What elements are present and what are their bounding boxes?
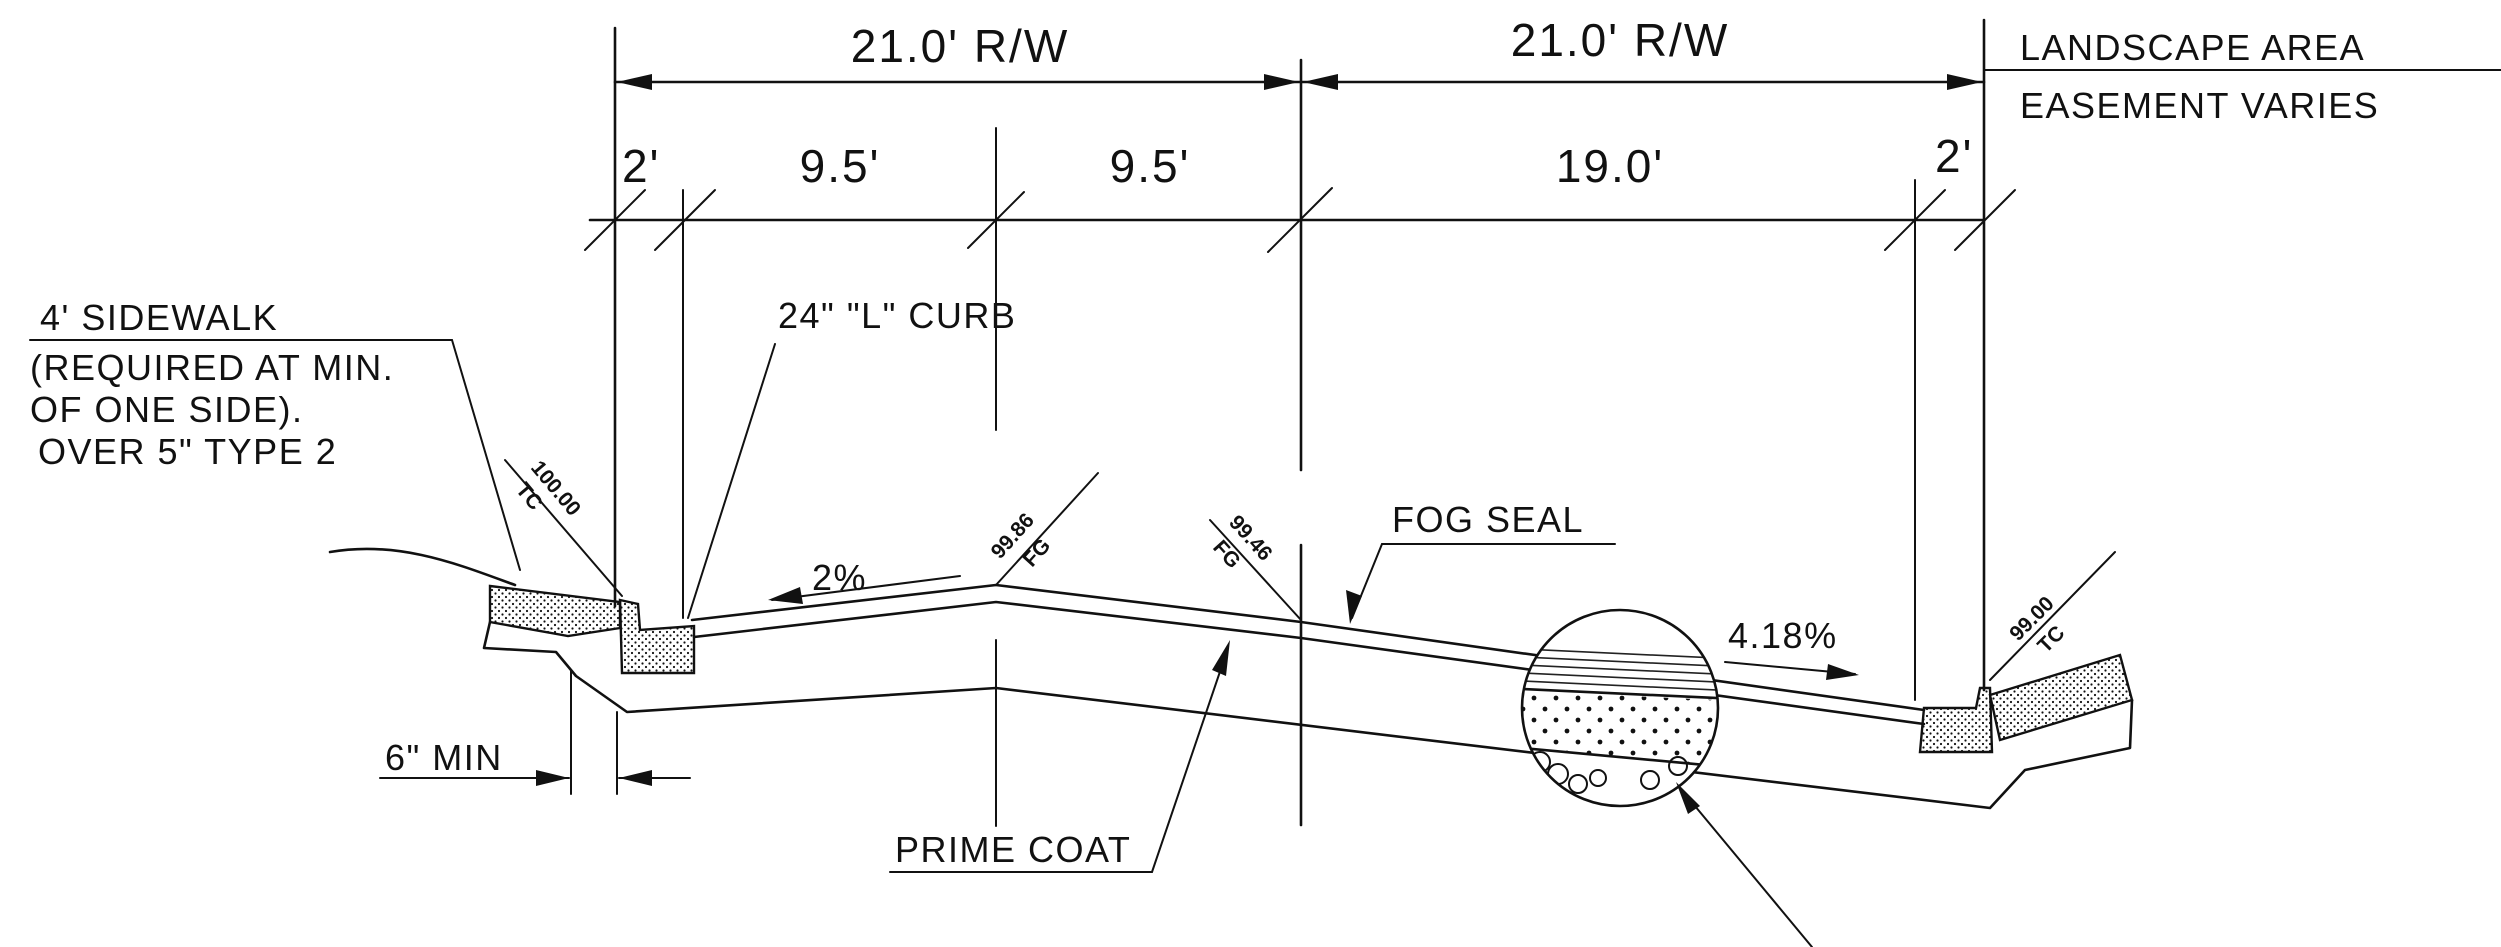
sidewalk-slab (488, 584, 622, 638)
sidewalk-line-3: OF ONE SIDE). (30, 389, 304, 430)
slope-left-label: 2% (812, 557, 867, 598)
l-curb-callout: 24" "L" CURB (687, 295, 1016, 619)
left-l-curb (618, 598, 696, 675)
lane-dimension: 2' 9.5' 9.5' 19.0' 2' (584, 130, 2016, 253)
slope-left-arrow (768, 587, 803, 604)
fog-seal-label: FOG SEAL (1392, 499, 1584, 540)
row-dimension: 21.0' R/W 21.0' R/W LANDSCAPE AREA EASEM… (613, 14, 2501, 126)
lane-left-a-dim: 9.5' (800, 140, 881, 192)
fog-seal-callout: FOG SEAL (1346, 499, 1616, 624)
sidewalk-slab-right (1988, 653, 2134, 742)
slope-right-arrow (1826, 664, 1859, 680)
sidewalk-line-2: (REQUIRED AT MIN. (30, 347, 394, 388)
sidewalk-line-4: OVER 5" TYPE 2 (38, 431, 337, 472)
prime-coat-arrow (1212, 640, 1230, 676)
sidewalk-line-1: 4' SIDEWALK (40, 297, 278, 338)
six-inch-arrow-left (536, 770, 569, 786)
six-inch-arrow-right (619, 770, 652, 786)
row-arrow-left-start (617, 74, 652, 90)
sidewalk-note: 4' SIDEWALK (REQUIRED AT MIN. OF ONE SID… (29, 297, 521, 571)
curbs (618, 598, 1994, 754)
six-inch-min-label: 6" MIN (385, 737, 503, 778)
lane-left-b-dim: 9.5' (1110, 140, 1191, 192)
easement-varies-label: EASEMENT VARIES (2020, 85, 2379, 126)
l-curb-label: 24" "L" CURB (778, 295, 1016, 336)
slope-right-label: 4.18% (1728, 615, 1838, 656)
landscape-area-label: LANDSCAPE AREA (2020, 27, 2365, 68)
row-arrow-left-end (1264, 74, 1299, 90)
right-l-curb (1918, 686, 1994, 754)
slope-annotations: 2% 4.18% (768, 557, 1859, 680)
curb-left-dim: 2' (622, 140, 660, 192)
fog-seal-arrow (1346, 590, 1362, 624)
six-inch-min-dimension: 6" MIN (379, 737, 691, 786)
detail-leader-arrow (1676, 782, 1700, 814)
curb-right-dim: 2' (1935, 130, 1973, 182)
row-arrow-right-end (1947, 74, 1982, 90)
ground-and-sidewalk (328, 547, 2134, 810)
prime-coat-label: PRIME COAT (895, 829, 1131, 870)
lane-right-dim: 19.0' (1556, 140, 1664, 192)
prime-coat-callout: PRIME COAT (889, 640, 1230, 873)
row-arrow-right-start (1303, 74, 1338, 90)
row-width-left-label: 21.0' R/W (851, 20, 1070, 72)
extension-lines (570, 18, 1986, 827)
detail-base-layer (1522, 690, 1718, 770)
row-width-right-label: 21.0' R/W (1511, 14, 1730, 66)
elevation-tags: 100.00 TC 99.86 FG 99.46 FG 99.00 TC (504, 456, 2116, 681)
